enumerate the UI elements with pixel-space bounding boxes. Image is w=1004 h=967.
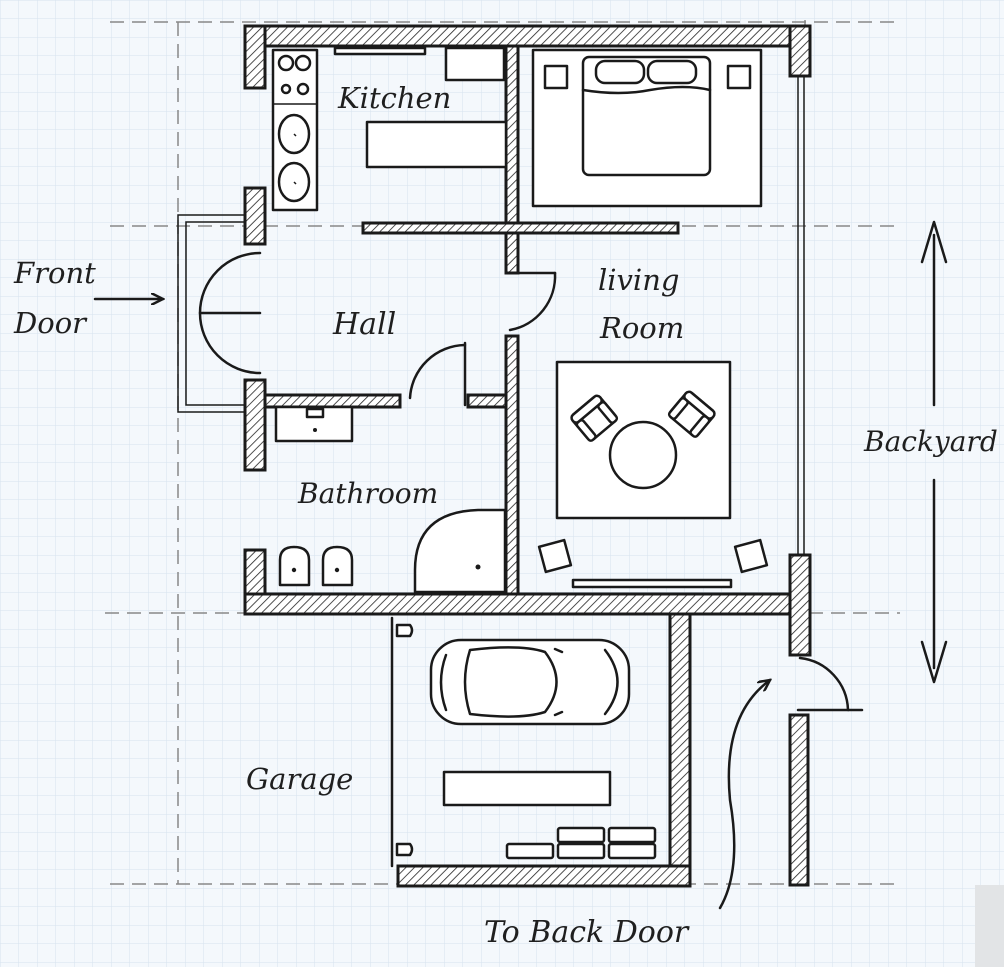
kitchen-label: Kitchen	[337, 81, 451, 115]
living-room-label-line1: living	[598, 263, 679, 297]
back-door-label: To Back Door	[484, 915, 690, 950]
front-door-label-line2: Door	[13, 306, 88, 340]
garage-label: Garage	[246, 762, 353, 796]
bathroom-furniture	[274, 405, 507, 594]
backyard-window	[797, 76, 805, 555]
hall-label: Hall	[332, 307, 396, 342]
arrow-vertical-double-icon	[920, 220, 948, 684]
backyard-label: Backyard	[863, 425, 998, 458]
living-room-label-line2: Room	[599, 311, 684, 345]
front-door	[177, 214, 262, 413]
car-icon	[429, 638, 631, 726]
garage-interior	[390, 616, 657, 868]
back-door	[796, 656, 864, 712]
living-room-furniture	[537, 360, 769, 589]
arrow-curved-icon	[718, 680, 770, 910]
kitchen-furniture	[271, 46, 508, 212]
bedroom-furniture	[531, 48, 763, 208]
living-room-door	[506, 271, 557, 332]
bathroom-label: Bathroom	[297, 477, 438, 510]
bathroom-door	[408, 341, 467, 407]
armchair-icon	[667, 390, 716, 438]
bed-icon	[581, 55, 712, 177]
corner-shadow	[975, 885, 1004, 967]
armchair-icon	[570, 394, 619, 442]
front-door-label-line1: Front	[13, 256, 96, 290]
walls	[243, 24, 812, 888]
